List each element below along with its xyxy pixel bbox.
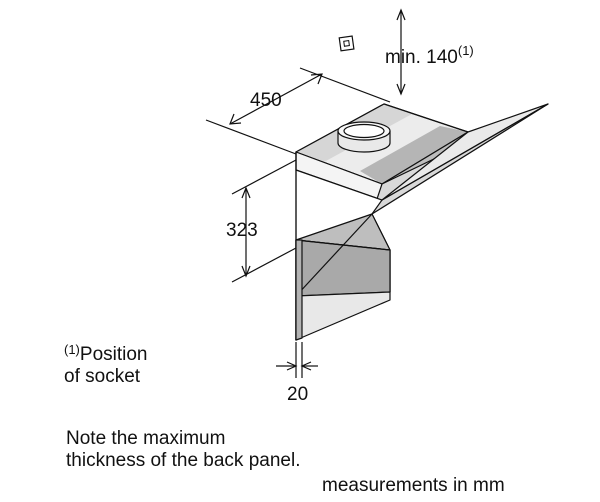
- units-caption: measurements in mm: [322, 475, 505, 496]
- height-label: 323: [226, 220, 258, 241]
- note-line-2: thickness of the back panel.: [66, 450, 301, 471]
- width-label: 450: [250, 90, 282, 111]
- socket-height-label: min. 140(1): [385, 43, 474, 68]
- wall-socket-icon: [338, 35, 355, 52]
- footnote-text-1: Position: [79, 344, 148, 365]
- socket-footnote: (1)Position of socket: [64, 342, 148, 388]
- note-line-1: Note the maximum: [66, 428, 226, 449]
- hood-body: [295, 103, 549, 341]
- exhaust-collar: [337, 121, 391, 153]
- back-panel-note: Note the maximum thickness of the back p…: [66, 428, 300, 472]
- footnote-marker: (1): [64, 342, 80, 357]
- footnote-line-2: of socket: [64, 366, 141, 387]
- panel-thickness-dimension: [276, 342, 318, 378]
- height-dimension: [231, 159, 297, 283]
- footnote-line-1: (1)Position: [64, 342, 148, 366]
- panel-thickness-label: 20: [287, 384, 308, 405]
- socket-height-dimension: [396, 8, 406, 96]
- width-dimension: [205, 67, 391, 155]
